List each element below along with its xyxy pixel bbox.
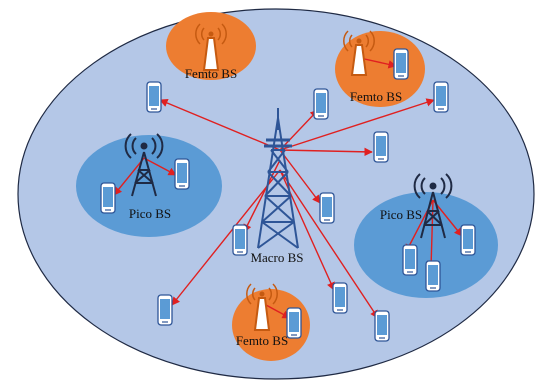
femto-access-point-icon-top-left — [195, 23, 227, 71]
link-arrow — [279, 147, 373, 157]
link-arrows — [113, 57, 463, 319]
femto-cell-area-bottom — [232, 289, 310, 361]
smartphone-icon — [146, 81, 162, 113]
smartphone-icon — [460, 224, 476, 256]
smartphone-icon — [374, 310, 390, 342]
link-arrow — [143, 157, 177, 176]
smartphone-icon — [433, 81, 449, 113]
link-arrow — [159, 99, 281, 151]
user-devices — [100, 48, 476, 342]
smartphone-icon — [402, 244, 418, 276]
smartphone-icon — [373, 131, 389, 163]
femto-bs-label-top-right: Femto BS — [350, 89, 402, 104]
smartphone-icon — [425, 260, 441, 292]
link-arrow — [265, 304, 291, 319]
smartphone-icon — [157, 294, 173, 326]
smartphone-icon — [174, 158, 190, 190]
link-arrow — [279, 149, 321, 204]
link-arrow — [359, 57, 397, 69]
link-arrow — [279, 169, 379, 319]
smartphone-icon — [286, 307, 302, 339]
femto-access-point-icon-top-right — [343, 30, 375, 76]
femto-access-point-icon-bottom — [246, 283, 278, 331]
smartphone-icon — [319, 192, 335, 224]
pico-tower-icon-left — [124, 133, 164, 197]
link-arrow — [113, 157, 145, 196]
link-arrow — [279, 98, 435, 151]
smartphone-icon — [332, 282, 348, 314]
pico-cell-area-right — [354, 192, 498, 298]
macro-tower-icon — [257, 108, 299, 249]
link-arrow — [432, 199, 463, 237]
pico-cell-area-left — [76, 135, 222, 237]
pico-bs-label-left: Pico BS — [129, 206, 171, 221]
pico-tower-icon-right — [413, 173, 453, 239]
smartphone-icon — [313, 88, 329, 120]
link-arrow — [279, 109, 319, 151]
smartphone-icon — [393, 48, 409, 80]
smartphone-icon — [232, 224, 248, 256]
link-arrow — [171, 169, 281, 306]
femto-bs-label-top-left: Femto BS — [185, 66, 237, 81]
pico-bs-label-right: Pico BS — [380, 207, 422, 222]
smartphone-icon — [100, 182, 116, 214]
macro-bs-label: Macro BS — [250, 250, 303, 265]
femto-bs-label-bottom: Femto BS — [236, 333, 288, 348]
